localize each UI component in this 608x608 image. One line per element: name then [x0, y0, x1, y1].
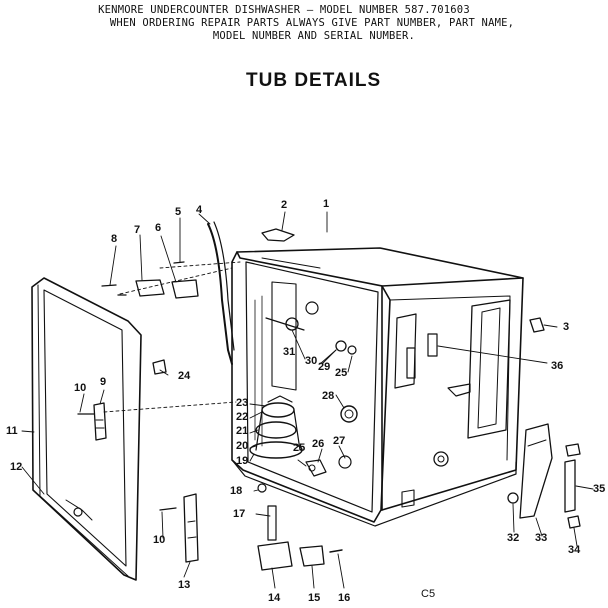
header-model-line: KENMORE UNDERCOUNTER DISHWASHER — MODEL …: [98, 4, 470, 16]
callout-32: 32: [507, 532, 520, 544]
callout-30: 30: [305, 355, 318, 367]
callout-11: 11: [6, 425, 18, 437]
callout-13: 13: [178, 579, 191, 591]
callout-19: 19: [236, 455, 249, 467]
leader-lines: [21, 211, 594, 589]
callout-35: 35: [593, 483, 606, 495]
callout-33: 33: [535, 532, 548, 544]
header-serial-line: MODEL NUMBER AND SERIAL NUMBER.: [212, 30, 416, 42]
callout-28: 28: [322, 390, 335, 402]
callout-14: 14: [268, 592, 281, 604]
page-code: C5: [421, 588, 436, 600]
callout-34: 34: [568, 544, 581, 556]
callout-3: 3: [563, 321, 570, 333]
callout-16: 16: [338, 592, 351, 604]
callout-9: 9: [100, 376, 107, 388]
tub-body: [231, 247, 524, 527]
callout-15: 15: [308, 592, 321, 604]
callout-22: 22: [236, 411, 249, 423]
door-gasket-frame: [31, 277, 142, 581]
callout-1: 1: [323, 198, 330, 210]
callout-12: 12: [10, 461, 23, 473]
callout-24: 24: [178, 370, 191, 382]
small-parts: [77, 221, 581, 571]
callout-10-upper: 10: [74, 382, 87, 394]
callout-21: 21: [236, 425, 249, 437]
callout-8: 8: [111, 233, 118, 245]
callout-5: 5: [175, 206, 182, 218]
callout-20: 20: [236, 440, 249, 452]
callout-29: 29: [318, 361, 331, 373]
callout-27: 27: [333, 435, 346, 447]
callout-31: 31: [283, 346, 296, 358]
page-title: TUB DETAILS: [246, 70, 382, 91]
callout-26: 26: [312, 438, 325, 450]
callout-25-lower: 25: [293, 442, 306, 454]
callout-4: 4: [196, 204, 203, 216]
header-ordering-line: WHEN ORDERING REPAIR PARTS ALWAYS GIVE P…: [109, 17, 515, 29]
callout-18: 18: [230, 485, 243, 497]
callout-7: 7: [134, 224, 141, 236]
callout-6: 6: [155, 222, 162, 234]
callout-25-upper: 25: [335, 367, 348, 379]
callout-2: 2: [281, 199, 288, 211]
callout-17: 17: [233, 508, 246, 520]
callout-23: 23: [236, 397, 249, 409]
callout-10-lower: 10: [153, 534, 166, 546]
callout-36: 36: [551, 360, 564, 372]
